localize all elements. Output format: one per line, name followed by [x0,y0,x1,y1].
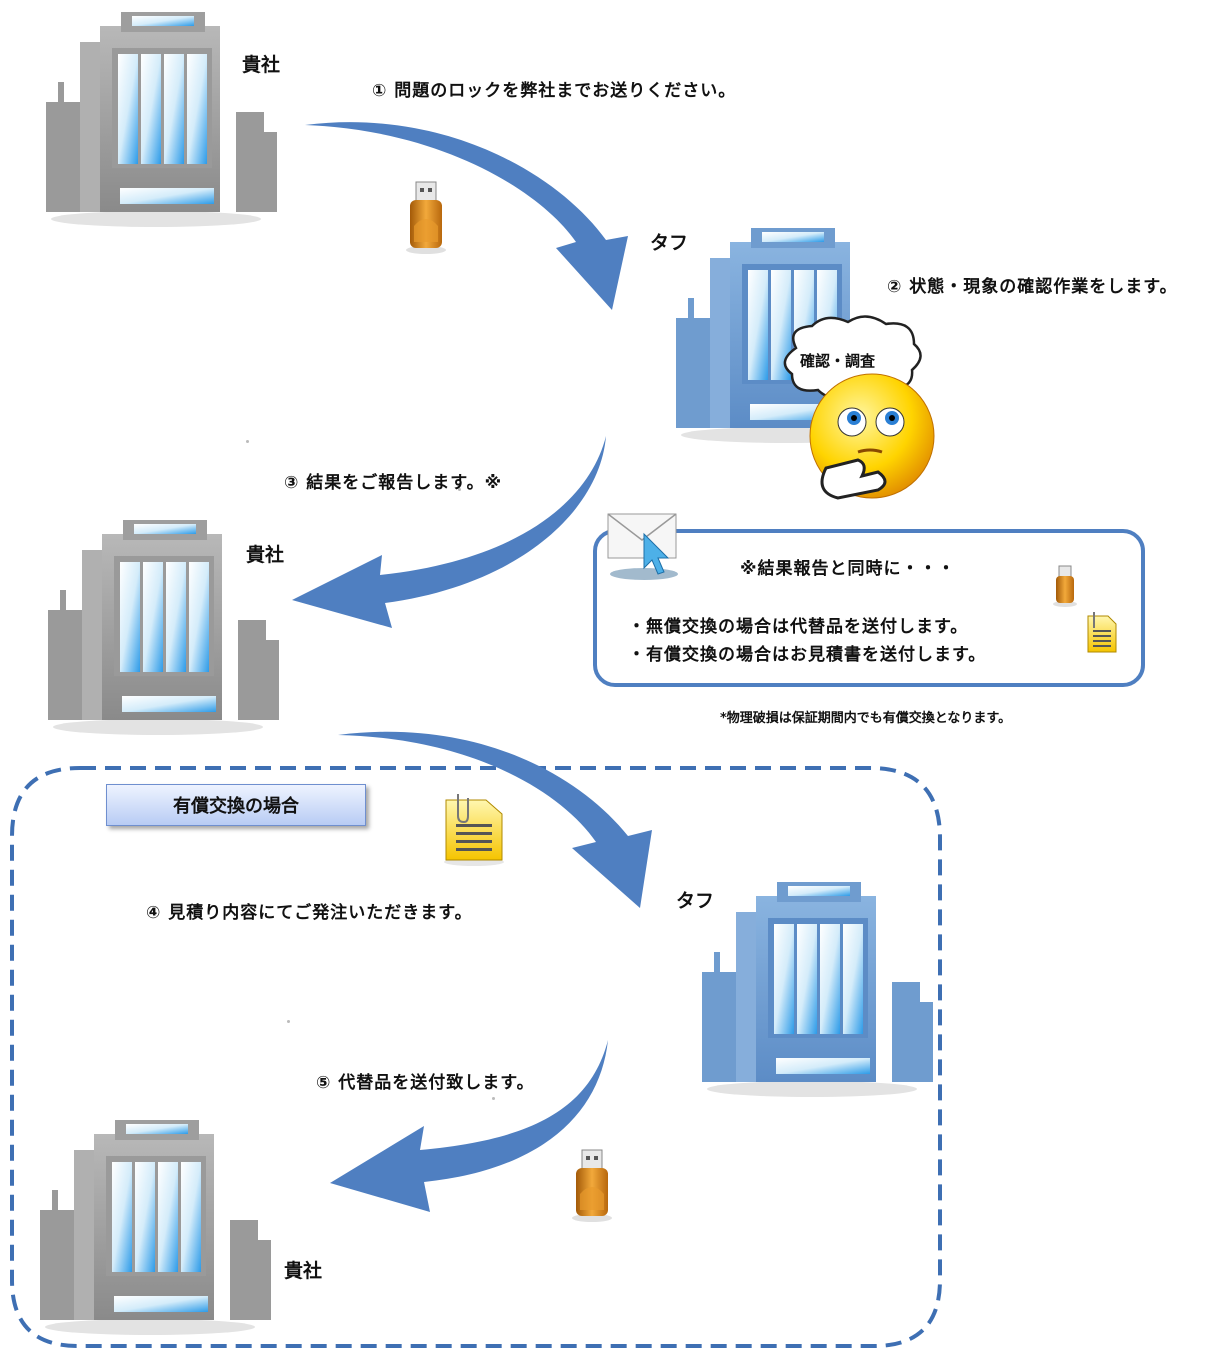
building-icon [48,520,279,735]
company-label-client: 貴社 [242,54,281,76]
step-5-text: ⑤ 代替品を送付致します。 [316,1073,535,1093]
usb-drive-icon [1053,565,1077,607]
step-2-text: ② 状態・現象の確認作業をします。 [887,277,1178,297]
arrow-step1 [305,122,628,310]
decorative-dot [458,488,461,491]
thought-bubble-text: 確認・調査 [800,352,876,370]
decorative-dot [492,1097,495,1100]
company-label-client: 貴社 [246,544,285,566]
footnote: *物理破損は保証期間内でも有償交換となります。 [720,711,1012,726]
company-label-client: 貴社 [284,1260,323,1282]
document-icon [444,794,504,866]
arrow-step5 [330,1040,608,1212]
building-icon [40,1120,271,1335]
decorative-dot [246,440,249,443]
paid-case-label: 有償交換の場合 [106,784,366,826]
document-icon [1087,612,1117,653]
building-icon [46,12,277,227]
step-1-text: ① 問題のロックを弊社までお送りください。 [372,81,737,101]
report-box-line-1: ・無償交換の場合は代替品を送付します。 [628,617,969,637]
step-3-text: ③ 結果をご報告します。※ [284,473,503,493]
decorative-dot [287,1020,290,1023]
step-4-text: ④ 見積り内容にてご発注いただきます。 [146,903,473,923]
report-box-heading: ※結果報告と同時に・・・ [740,559,956,579]
building-icon [702,882,933,1097]
usb-drive-icon [406,181,446,254]
company-label-tough: タフ [650,232,689,254]
mail-icon [607,513,678,580]
arrow-step4 [338,731,652,908]
paid-case-region [10,766,942,1348]
report-box [593,529,1145,687]
company-label-tough: タフ [676,890,715,912]
report-box-line-2: ・有償交換の場合はお見積書を送付します。 [628,645,987,665]
thinking-face-icon [809,373,935,500]
usb-drive-icon [572,1149,612,1222]
arrow-step3 [292,436,606,628]
